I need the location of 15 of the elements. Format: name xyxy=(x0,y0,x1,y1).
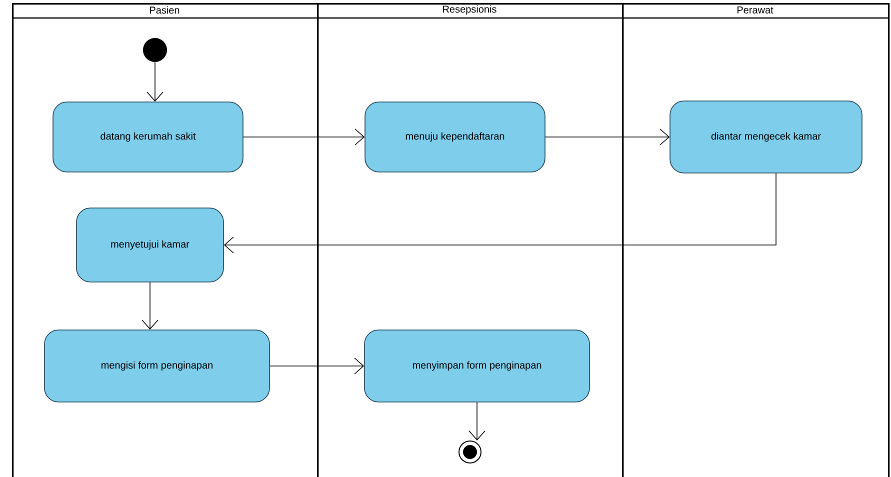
arrow xyxy=(270,358,364,374)
end-node xyxy=(458,440,482,464)
activity-box: menyetujui kamar xyxy=(76,208,224,282)
arrow xyxy=(243,128,365,146)
arrow xyxy=(142,282,158,330)
activity-box: menuju kependaftaran xyxy=(364,102,546,172)
arrow xyxy=(545,128,670,146)
activity-box: diantar mengecek kamar xyxy=(670,100,862,174)
start-node xyxy=(143,38,167,62)
activity-box: mengisi form penginapan xyxy=(44,330,270,402)
arrow xyxy=(146,62,164,102)
activity-box: datang kerumah sakit xyxy=(52,102,244,172)
activity-box: menyimpan form penginapan xyxy=(364,330,590,402)
arrow xyxy=(468,402,486,440)
arrow xyxy=(224,173,776,254)
